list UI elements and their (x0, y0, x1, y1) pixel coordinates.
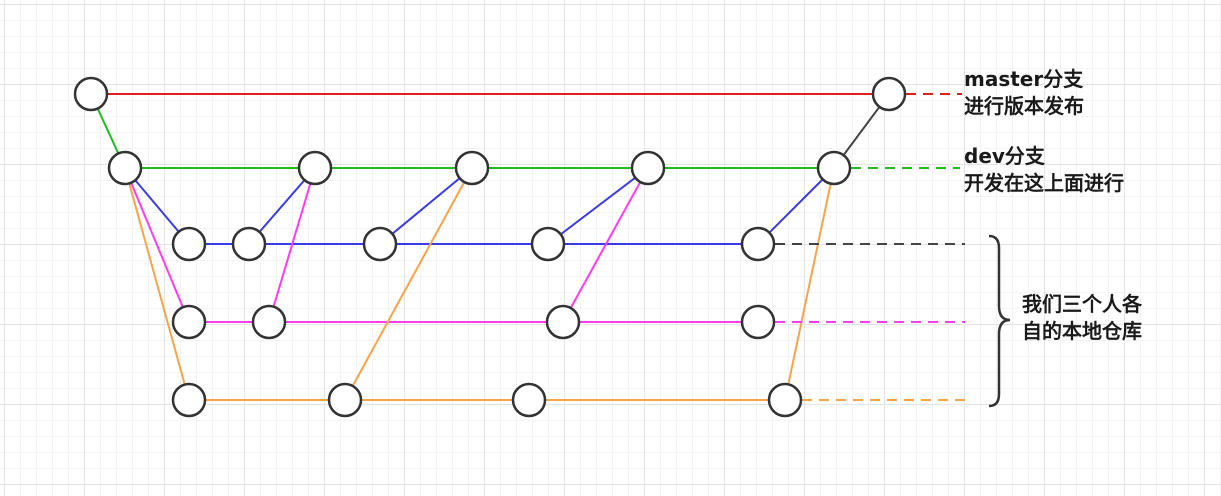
master-branch-label: master分支 进行版本发布 (964, 66, 1084, 120)
commit-node-d1 (297, 150, 333, 186)
commit-node-b4 (740, 226, 776, 262)
commit-node-m1 (871, 76, 907, 112)
pink-edge (268, 167, 316, 323)
blue-edge (757, 167, 835, 245)
commit-node-b2 (362, 226, 398, 262)
orange-edge (124, 167, 190, 401)
commit-node-o1 (327, 382, 363, 418)
dev-branch-desc: 开发在这上面进行 (964, 171, 1124, 195)
commit-node-d4 (816, 150, 852, 186)
pink-edge (124, 167, 190, 323)
commit-node-b0 (171, 226, 207, 262)
orange-edge (784, 167, 835, 401)
dev-branch-label: dev分支 开发在这上面进行 (964, 143, 1124, 197)
orange-edge (344, 167, 473, 401)
blue-edge (547, 167, 649, 245)
local-repos-line2: 自的本地仓库 (1022, 319, 1142, 343)
blue-edge (379, 167, 473, 245)
commit-node-b1 (231, 226, 267, 262)
commit-node-d0 (107, 150, 143, 186)
commit-node-p3 (740, 304, 776, 340)
branch-edges (90, 93, 968, 401)
commit-node-p0 (171, 304, 207, 340)
commit-node-o2 (511, 382, 547, 418)
commit-node-m0 (73, 76, 109, 112)
commit-node-d2 (454, 150, 490, 186)
right-curly-brace (988, 234, 1011, 408)
commit-node-p1 (251, 304, 287, 340)
master-branch-desc: 进行版本发布 (964, 94, 1084, 118)
dev-branch-title: dev分支 (964, 144, 1045, 168)
commit-node-o0 (171, 382, 207, 418)
commit-nodes (73, 76, 907, 418)
pink-edge (562, 167, 649, 323)
commit-node-d3 (630, 150, 666, 186)
local-repos-line1: 我们三个人各 (1022, 292, 1142, 316)
commit-node-b3 (530, 226, 566, 262)
commit-node-o3 (767, 382, 803, 418)
local-repos-label: 我们三个人各 自的本地仓库 (1022, 291, 1142, 345)
commit-node-p2 (545, 304, 581, 340)
master-branch-title: master分支 (964, 67, 1084, 91)
